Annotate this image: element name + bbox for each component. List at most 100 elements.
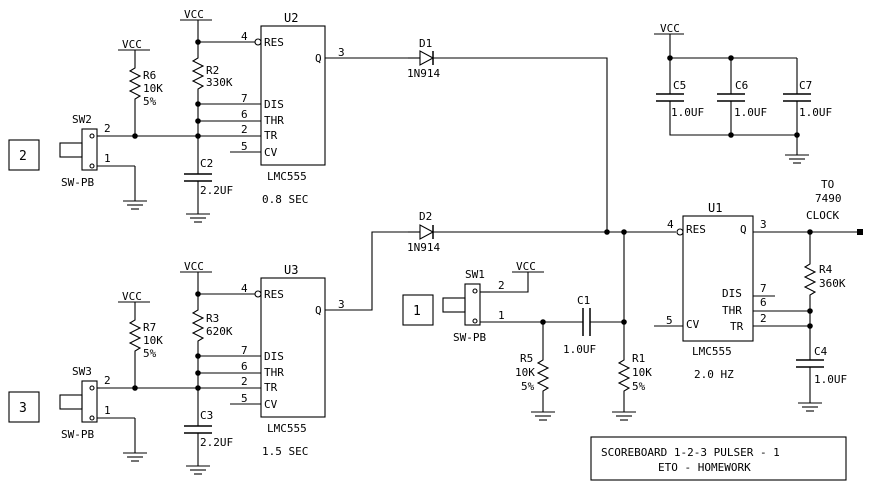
u2-pin-tr: TR [264, 129, 278, 142]
c5-ref: C5 [673, 79, 686, 92]
r5-ref: R5 [520, 352, 533, 365]
c3-ref: C3 [200, 409, 213, 422]
u1-pinnum-3: 3 [760, 218, 767, 231]
r6-value: 10K [143, 82, 163, 95]
u1-pinnum-6: 6 [760, 296, 767, 309]
u3-period: 1.5 SEC [262, 445, 308, 458]
d1-ref: D1 [419, 37, 432, 50]
d2-ref: D2 [419, 210, 432, 223]
u1-pinnum-7: 7 [760, 282, 767, 295]
sw3-pin1: 1 [104, 404, 111, 417]
u3-pinnum-2: 2 [241, 375, 248, 388]
output-label-line2: 7490 [815, 192, 842, 205]
r7-resistor [128, 315, 142, 356]
u1-ref: U1 [708, 201, 722, 215]
sw1-part: SW-PB [453, 331, 486, 344]
u2-pinnum-4: 4 [241, 30, 248, 43]
u2-pin-cv: CV [264, 146, 278, 159]
decoupling-vcc-label: VCC [660, 22, 680, 35]
r1-value: 10K [632, 366, 652, 379]
u3-pin-tr: TR [264, 381, 278, 394]
u1-pin-tr: TR [730, 320, 744, 333]
u2-pinnum-5: 5 [241, 140, 248, 153]
r2-ref: R2 [206, 64, 219, 77]
u1-pinnum-5: 5 [666, 314, 673, 327]
timer-u3: U3 RES DIS THR TR CV Q LMC555 1.5 SEC 4 … [100, 231, 408, 458]
diode-d1: D1 1N914 [407, 37, 608, 232]
sw3-ref: SW3 [72, 365, 92, 378]
sw2-part: SW-PB [61, 176, 94, 189]
button-box-1-label: 1 [413, 304, 421, 319]
u3-pinnum-4: 4 [241, 282, 248, 295]
button-box-3 [8, 391, 40, 423]
sw3-pin2: 2 [104, 374, 111, 387]
u2-vcc-label: VCC [184, 8, 204, 21]
u1-pin-dis: DIS [722, 287, 742, 300]
r5-ground-icon [531, 411, 555, 421]
title-line-2: ETO - HOMEWORK [658, 461, 751, 474]
u3-ref: U3 [284, 263, 298, 277]
u1-pin-thr: THR [722, 304, 742, 317]
c3-value: 2.2UF [200, 436, 233, 449]
r5-value: 10K [515, 366, 535, 379]
u3-pinnum-5: 5 [241, 392, 248, 405]
sw2-section: VCC R6 10K 5% SW2 2 1 SW-PB 2 [8, 38, 163, 210]
output-label-line1: TO [821, 178, 834, 191]
c7-ref: C7 [799, 79, 812, 92]
u3-pinnum-6: 6 [241, 360, 248, 373]
u3-supply: VCC R3 620K C3 2.2UF [180, 260, 233, 475]
u2-pinnum-7: 7 [241, 92, 248, 105]
r6-tol: 5% [143, 95, 157, 108]
r7-tol: 5% [143, 347, 157, 360]
c6-value: 1.0UF [734, 106, 767, 119]
r4-ref: R4 [819, 263, 833, 276]
sw2-pin2: 2 [104, 122, 111, 135]
sw3-ground-icon [123, 452, 147, 462]
sw2-ref: SW2 [72, 113, 92, 126]
u2-supply: VCC R2 330K C2 2.2UF [180, 8, 233, 223]
r3-value: 620K [206, 325, 233, 338]
u3-pinnum-7: 7 [241, 344, 248, 357]
output-label-line3: CLOCK [806, 209, 839, 222]
sw3-plunger [59, 394, 83, 410]
sw1-section: VCC SW1 2 1 SW-PB 1 C1 1.0UF R5 10K 5% [402, 232, 652, 421]
c5-value: 1.0UF [671, 106, 704, 119]
r1-ground-icon [612, 411, 636, 421]
c7-value: 1.0UF [799, 106, 832, 119]
u3-pin-thr: THR [264, 366, 284, 379]
sw2-plunger [59, 142, 83, 158]
r4-resistor [803, 259, 817, 300]
r6-vcc-label: VCC [122, 38, 142, 51]
u1-pin-res: RES [686, 223, 706, 236]
r7-ref: R7 [143, 321, 156, 334]
r1-ref: R1 [632, 352, 645, 365]
u3-pin-res: RES [264, 288, 284, 301]
c4-ground-icon [798, 402, 822, 412]
r6-resistor [128, 63, 142, 104]
sw1-pin1: 1 [498, 309, 505, 322]
r7-vcc-label: VCC [122, 290, 142, 303]
u2-part: LMC555 [267, 170, 307, 183]
button-box-3-label: 3 [19, 401, 27, 416]
r3-resistor [191, 305, 205, 347]
u3-pin-cv: CV [264, 398, 278, 411]
u3-res-bubble [254, 290, 262, 298]
decoupling-caps: VCC C5 1.0UF C6 1.0UF C7 1.0UF [654, 22, 832, 164]
r4-value: 360K [819, 277, 846, 290]
r1-tol: 5% [632, 380, 646, 393]
d1-anode-icon [419, 50, 435, 66]
u2-pinnum-6: 6 [241, 108, 248, 121]
u3-vcc-label: VCC [184, 260, 204, 273]
title-block: SCOREBOARD 1-2-3 PULSER - 1 ETO - HOMEWO… [590, 436, 847, 481]
c4-value: 1.0UF [814, 373, 847, 386]
c2-ref: C2 [200, 157, 213, 170]
u1-res-bubble [676, 228, 684, 236]
u1-pin-cv: CV [686, 318, 700, 331]
c1-ref: C1 [577, 294, 590, 307]
u2-pin-q: Q [315, 52, 322, 65]
c3-ground-icon [186, 465, 210, 475]
u2-pin-res: RES [264, 36, 284, 49]
sw2-pin1: 1 [104, 152, 111, 165]
u3-pin-dis: DIS [264, 350, 284, 363]
